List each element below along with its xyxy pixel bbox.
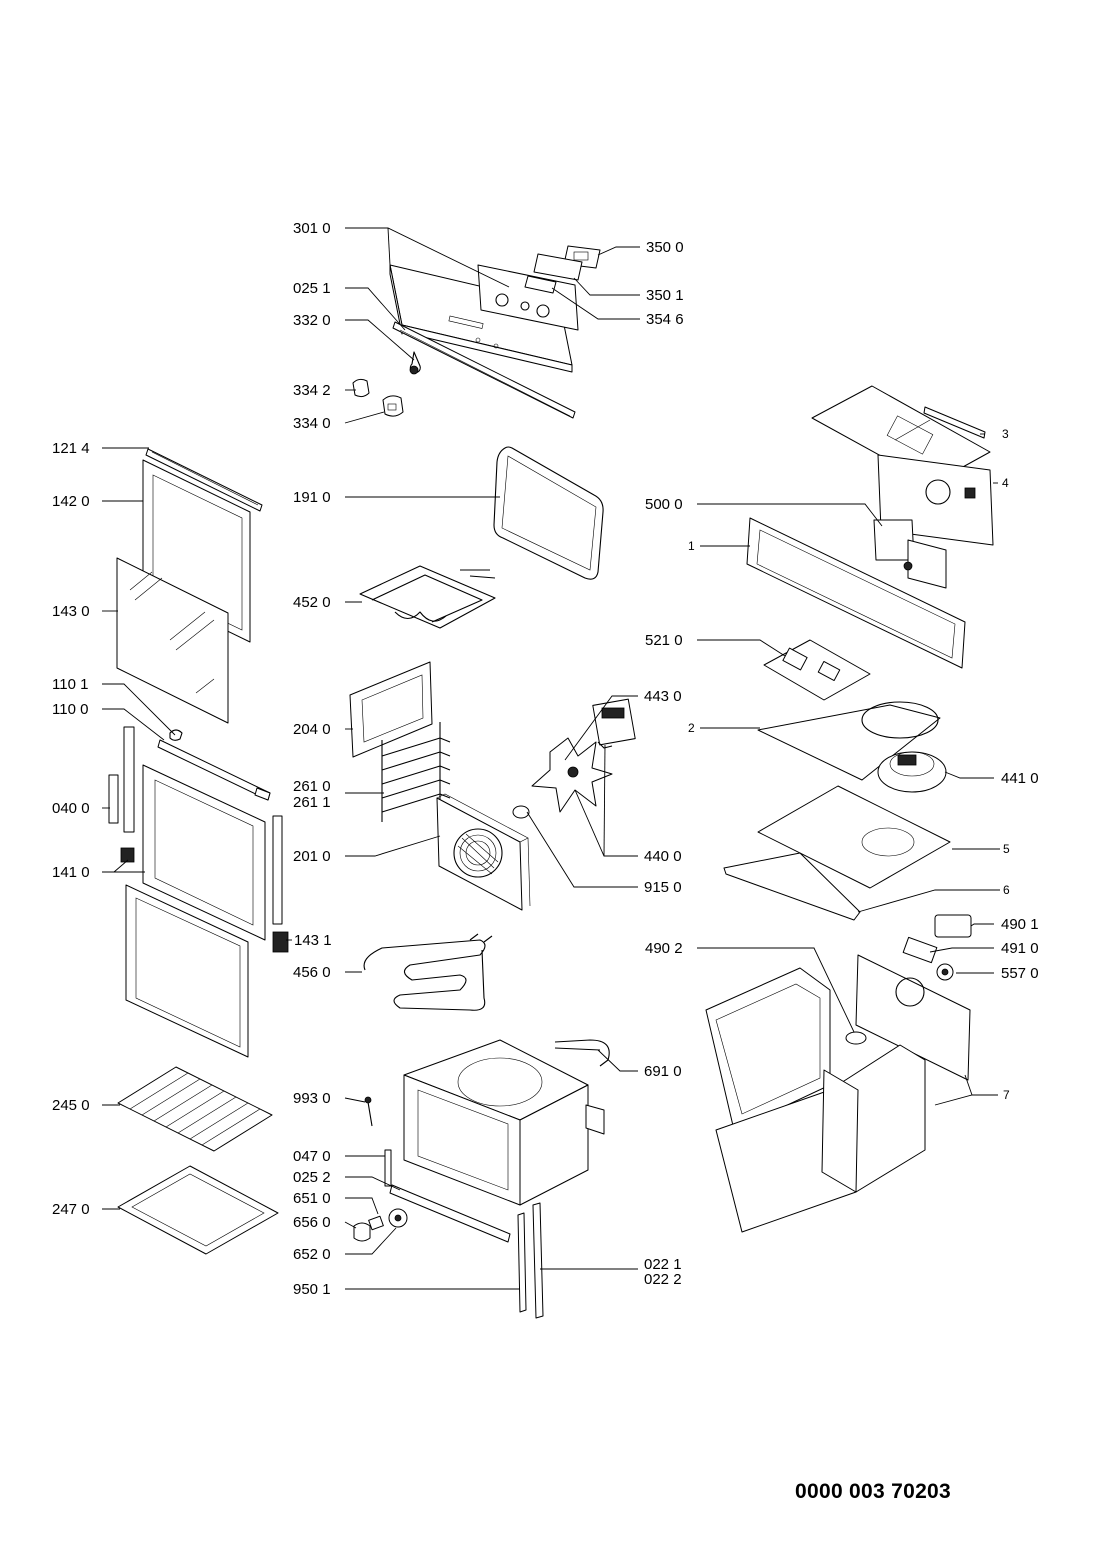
part-number-labels: 301 0 025 1 332 0 334 2 334 0 350 0 350 …	[52, 220, 1039, 1298]
control-board-drawing	[763, 639, 871, 701]
fan-cover-drawing	[436, 793, 531, 911]
label-022-1: 022 1	[644, 1256, 682, 1273]
oven-cavity-drawing	[403, 1039, 610, 1206]
label-025-1: 025 1	[293, 280, 331, 297]
door-assembly-drawing	[108, 726, 289, 953]
label-334-2: 334 2	[293, 382, 331, 399]
door-gasket-drawing	[493, 446, 604, 580]
grill-element-drawing	[359, 565, 496, 629]
inner-glass-drawing	[116, 557, 229, 724]
label-261-1: 261 1	[293, 794, 331, 811]
label-301-0: 301 0	[293, 220, 331, 237]
label-110-0: 110 0	[52, 701, 88, 718]
label-7: 7	[1003, 1088, 1010, 1102]
label-204-0: 204 0	[293, 721, 331, 738]
label-022-2: 022 2	[644, 1271, 682, 1288]
lower-heating-element-drawing	[363, 933, 493, 1011]
label-121-4: 121 4	[52, 440, 90, 457]
label-143-1: 143 1	[294, 932, 332, 949]
label-557-0: 557 0	[1001, 965, 1039, 982]
label-651-0: 651 0	[293, 1190, 331, 1207]
label-656-0: 656 0	[293, 1214, 331, 1231]
side-strip-drawing	[517, 1202, 544, 1319]
control-panel-drawing	[389, 264, 579, 419]
label-490-2: 490 2	[645, 940, 683, 957]
label-521-0: 521 0	[645, 632, 683, 649]
label-350-1: 350 1	[646, 287, 684, 304]
label-5: 5	[1003, 842, 1010, 856]
label-191-0: 191 0	[293, 489, 331, 506]
label-6: 6	[1003, 883, 1010, 897]
knob-drawings	[352, 378, 404, 417]
thermostat-parts-drawing	[902, 914, 972, 981]
label-915-0: 915 0	[644, 879, 682, 896]
label-261-0: 261 0	[293, 778, 331, 795]
label-950-1: 950 1	[293, 1281, 331, 1298]
label-491-0: 491 0	[1001, 940, 1039, 957]
label-247-0: 247 0	[52, 1201, 90, 1218]
label-3: 3	[1002, 427, 1009, 441]
side-rack-drawing	[381, 722, 451, 822]
label-110-1: 110 1	[52, 676, 88, 693]
small-parts-drawing	[353, 1096, 511, 1243]
label-201-0: 201 0	[293, 848, 331, 865]
side-panel-drawing	[349, 661, 433, 758]
label-652-0: 652 0	[293, 1246, 331, 1263]
electronic-module-drawing	[524, 245, 601, 294]
door-trim-drawing	[145, 448, 263, 512]
label-142-0: 142 0	[52, 493, 90, 510]
label-334-0: 334 0	[293, 415, 331, 432]
rear-panel-drawing	[757, 701, 947, 793]
label-4: 4	[1002, 476, 1009, 490]
label-691-0: 691 0	[644, 1063, 682, 1080]
label-456-0: 456 0	[293, 964, 331, 981]
label-490-1: 490 1	[1001, 916, 1039, 933]
label-440-0: 440 0	[644, 848, 682, 865]
label-350-0: 350 0	[646, 239, 684, 256]
label-047-0: 047 0	[293, 1148, 331, 1165]
label-141-0: 141 0	[52, 864, 90, 881]
label-1: 1	[688, 539, 695, 553]
fan-motor-drawing	[512, 698, 636, 819]
label-354-6: 354 6	[646, 311, 684, 328]
base-plate-drawing	[723, 785, 951, 921]
label-143-0: 143 0	[52, 603, 90, 620]
label-332-0: 332 0	[293, 312, 331, 329]
label-443-0: 443 0	[644, 688, 682, 705]
leader-lines	[102, 227, 1000, 1290]
label-500-0: 500 0	[645, 496, 683, 513]
front-frame-drawing	[746, 517, 966, 669]
document-number: 0000 003 70203	[795, 1480, 952, 1503]
label-441-0: 441 0	[1001, 770, 1039, 787]
outer-casing-drawing	[705, 954, 971, 1233]
label-245-0: 245 0	[52, 1097, 90, 1114]
wire-shelf-drawing	[117, 1066, 273, 1152]
label-040-0: 040 0	[52, 800, 90, 817]
baking-tray-drawing	[117, 1165, 279, 1255]
door-glass-lower-drawing	[125, 884, 249, 1058]
label-2: 2	[688, 721, 695, 735]
label-993-0: 993 0	[293, 1090, 331, 1107]
label-452-0: 452 0	[293, 594, 331, 611]
label-025-2: 025 2	[293, 1169, 331, 1186]
